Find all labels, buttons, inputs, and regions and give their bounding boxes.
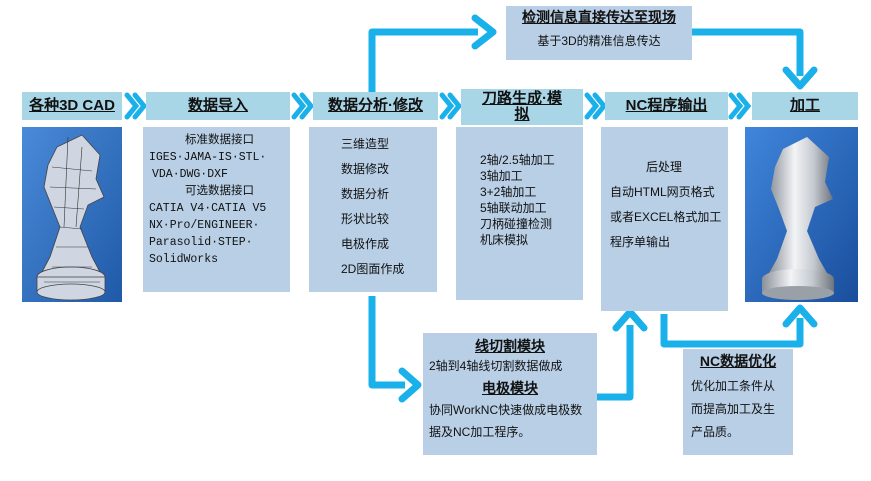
analysis-line: 三维造型 — [341, 137, 390, 151]
toolpath-line: 3轴加工 — [480, 169, 523, 183]
toolpath-line: 5轴联动加工 — [480, 201, 547, 215]
step-toolpath-label: 刀路生成·模拟 — [482, 90, 562, 123]
arrow-analysis-to-direct — [368, 28, 478, 92]
chess-knight-machined-icon — [745, 127, 858, 302]
wire-text: 2轴到4轴线切割数据做成 — [429, 359, 563, 373]
import-line: 可选数据接口 — [185, 185, 254, 198]
import-line: NX·Pro/ENGINEER· — [149, 219, 260, 232]
step-nc-output-label: NC程序输出 — [625, 97, 708, 114]
import-line: CATIA V4·CATIA V5 — [149, 202, 267, 215]
analysis-line: 2D图面作成 — [341, 262, 405, 276]
step-cad: 各种3D CAD — [22, 92, 122, 120]
analysis-line: 数据修改 — [341, 162, 390, 176]
nc-output-box: 后处理 自动HTML网页格式 或者EXCEL格式加工 程序单输出 — [601, 127, 728, 311]
toolpath-line: 刀柄碰撞检测 — [480, 217, 553, 231]
nc-opt-title: NC数据优化 — [699, 353, 777, 369]
analysis-box: 三维造型 数据修改 数据分析 形状比较 电极作成 2D图面作成 — [309, 127, 437, 292]
direct-info-box: 检测信息直接传达至现场 基于3D的精准信息传达 — [506, 6, 692, 60]
cad-model-image — [22, 127, 122, 302]
nc-opt-line: 产品质。 — [691, 425, 740, 439]
electrode-text-1: 协同WorkNC快速做成电极数 — [429, 403, 583, 417]
step-analysis: 数据分析·修改 — [313, 92, 438, 120]
nc-output-line: 后处理 — [646, 160, 683, 174]
analysis-line: 电极作成 — [341, 237, 390, 251]
step-machining-label: 加工 — [789, 97, 820, 114]
step-nc-output: NC程序输出 — [605, 92, 728, 120]
electrode-text-2: 据及NC加工程序。 — [429, 425, 531, 439]
analysis-line: 数据分析 — [341, 187, 390, 201]
step-toolpath: 刀路生成·模拟 — [461, 89, 583, 125]
arrow-direct-to-machining — [692, 28, 804, 76]
analysis-line: 形状比较 — [341, 212, 390, 226]
toolpath-line: 3+2轴加工 — [480, 185, 537, 199]
nc-optimization-box: NC数据优化 优化加工条件从 而提高加工及生 产品质。 — [683, 349, 793, 455]
chevron-5 — [728, 92, 744, 120]
chess-knight-wireframe-icon — [22, 127, 122, 302]
toolpath-line: 机床模拟 — [480, 233, 529, 247]
arrow-analysis-to-wire — [368, 296, 405, 389]
import-line: 标准数据接口 — [185, 134, 254, 147]
toolpath-line: 2轴/2.5轴加工 — [480, 153, 555, 167]
import-line: VDA·DWG·DXF — [152, 168, 228, 181]
toolpath-box: 2轴/2.5轴加工 3轴加工 3+2轴加工 5轴联动加工 刀柄碰撞检测 机床模拟 — [456, 127, 583, 300]
chevron-1 — [124, 92, 140, 120]
chevron-2 — [291, 92, 307, 120]
arrow-nc-to-opt — [660, 314, 804, 348]
arrow-wire-to-nc — [597, 325, 634, 401]
import-line: Parasolid·STEP· — [149, 236, 253, 249]
step-machining: 加工 — [752, 92, 858, 120]
step-import: 数据导入 — [146, 92, 290, 120]
machined-part-image — [745, 127, 858, 302]
import-line: IGES·JAMA-IS·STL· — [149, 151, 267, 164]
nc-opt-line: 优化加工条件从 — [691, 379, 776, 393]
import-line: SolidWorks — [149, 253, 219, 266]
chevron-3 — [439, 92, 455, 120]
step-cad-label: 各种3D CAD — [29, 97, 115, 114]
direct-info-text: 基于3D的精准信息传达 — [537, 34, 661, 48]
nc-opt-line: 而提高加工及生 — [691, 402, 776, 416]
electrode-title: 电极模块 — [482, 380, 538, 396]
nc-output-line: 或者EXCEL格式加工 — [610, 210, 722, 224]
nc-output-line: 自动HTML网页格式 — [610, 185, 715, 199]
import-box: 标准数据接口 IGES·JAMA-IS·STL· VDA·DWG·DXF 可选数… — [143, 127, 290, 292]
nc-output-line: 程序单输出 — [610, 235, 671, 249]
wire-title: 线切割模块 — [475, 338, 545, 354]
chevron-4 — [584, 92, 600, 120]
wire-electrode-box: 线切割模块 2轴到4轴线切割数据做成 电极模块 协同WorkNC快速做成电极数 … — [423, 333, 597, 455]
step-analysis-label: 数据分析·修改 — [328, 97, 423, 114]
step-import-label: 数据导入 — [187, 97, 248, 114]
direct-info-title: 检测信息直接传达至现场 — [522, 9, 676, 25]
